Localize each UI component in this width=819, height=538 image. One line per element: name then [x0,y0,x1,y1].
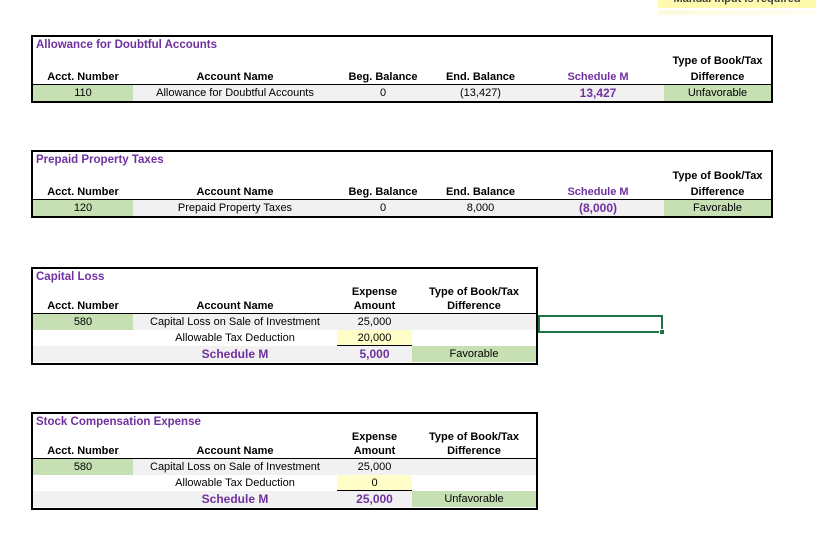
header-beg-balance: Beg. Balance [348,70,418,83]
header-type-line1: Type of Book/Tax [428,285,520,298]
header-end-balance: End. Balance [445,70,516,83]
acct-number-cell[interactable]: 580 [33,314,133,330]
header-row-2: Acct. Number Account Name Beg. Balance E… [33,69,771,85]
table-title: Prepaid Property Taxes [36,154,164,166]
book-tax-difference-cell[interactable]: Favorable [664,200,771,216]
table-title: Allowance for Doubtful Accounts [36,39,218,51]
table-title: Stock Compensation Expense [36,415,201,428]
header-expense-line2: Amount [353,300,396,312]
table-row: 120 Prepaid Property Taxes 0 8,000 (8,00… [33,200,771,216]
header-expense-line1: Expense [351,285,398,298]
header-row-2: Acct. Number Account Name Beg. Balance E… [33,184,771,200]
book-tax-difference-cell[interactable]: Favorable [412,346,536,362]
table-allowance-for-doubtful-accounts: Allowance for Doubtful Accounts Type of … [31,35,773,103]
table-row: 580 Capital Loss on Sale of Investment 2… [33,459,536,475]
expense-amount-cell[interactable]: 25,000 [357,316,392,328]
account-name-cell[interactable]: Allowable Tax Deduction [175,477,295,489]
header-type-line2: Difference [447,445,501,457]
header-expense-line2: Amount [353,445,396,457]
schedule-m-label-cell: Schedule M [201,347,269,361]
header-end-balance: End. Balance [445,185,516,198]
header-account-name: Account Name [196,185,274,198]
table-title-row: Allowance for Doubtful Accounts [33,37,771,53]
account-name-cell[interactable]: Capital Loss on Sale of Investment [150,316,320,328]
header-row-1: Type of Book/Tax [33,53,771,69]
header-acct-number: Acct. Number [47,445,119,457]
header-account-name: Account Name [196,300,274,312]
table-row: Schedule M 25,000 Unfavorable [33,491,536,507]
header-row-1: Expense Type of Book/Tax [33,429,536,444]
acct-number-cell[interactable]: 120 [33,200,133,216]
table-row: Allowable Tax Deduction 20,000 [33,330,536,346]
header-acct-number: Acct. Number [47,300,119,312]
header-acct-number: Acct. Number [47,70,119,83]
selected-cell[interactable] [538,315,665,335]
account-name-cell[interactable]: Allowance for Doubtful Accounts [156,87,314,99]
schedule-m-value-cell[interactable]: 5,000 [359,347,390,361]
table-row: 110 Allowance for Doubtful Accounts 0 (1… [33,85,771,101]
header-type-line1: Type of Book/Tax [672,170,763,182]
header-type-line1: Type of Book/Tax [428,430,520,443]
header-schedule-m: Schedule M [567,185,629,198]
schedule-m-label-cell: Schedule M [201,492,269,506]
table-prepaid-property-taxes: Prepaid Property Taxes Type of Book/Tax … [31,150,773,218]
acct-number-cell[interactable]: 110 [33,85,133,101]
header-type-line2: Difference [447,300,501,312]
beg-balance-cell[interactable]: 0 [379,87,387,99]
table-capital-loss: Capital Loss Expense Type of Book/Tax Ac… [31,267,538,365]
header-type-line2: Difference [690,70,745,83]
header-account-name: Account Name [196,445,274,457]
manual-input-banner-label: Manual input is required [673,0,800,5]
table-title-row: Prepaid Property Taxes [33,152,771,168]
book-tax-difference-cell[interactable]: Unfavorable [664,85,771,101]
header-row-2: Acct. Number Account Name Amount Differe… [33,444,536,459]
expense-amount-cell[interactable]: 25,000 [357,461,392,473]
header-beg-balance: Beg. Balance [348,185,418,198]
manual-input-banner-fade [658,10,816,15]
table-stock-compensation-expense: Stock Compensation Expense Expense Type … [31,412,538,510]
header-schedule-m: Schedule M [567,70,629,83]
account-name-cell[interactable]: Prepaid Property Taxes [177,202,293,214]
header-type-line2: Difference [690,185,745,198]
manual-input-cell[interactable]: 20,000 [337,330,412,346]
header-row-1: Expense Type of Book/Tax [33,284,536,299]
header-row-2: Acct. Number Account Name Amount Differe… [33,299,536,314]
book-tax-difference-cell[interactable]: Unfavorable [412,491,536,507]
header-account-name: Account Name [196,70,274,83]
fill-handle[interactable] [659,329,665,335]
table-row: Allowable Tax Deduction 0 [33,475,536,491]
manual-input-banner: Manual input is required [658,0,816,8]
header-expense-line1: Expense [351,430,398,443]
schedule-m-value-cell[interactable]: (8,000) [578,201,618,215]
schedule-m-value-cell[interactable]: 13,427 [579,86,617,100]
header-acct-number: Acct. Number [47,185,119,198]
schedule-m-value-cell[interactable]: 25,000 [356,492,393,506]
account-name-cell[interactable]: Allowable Tax Deduction [175,332,295,344]
table-title-row: Capital Loss [33,269,536,284]
table-title: Capital Loss [36,270,105,283]
beg-balance-cell[interactable]: 0 [379,202,387,214]
table-title-row: Stock Compensation Expense [33,414,536,429]
end-balance-cell[interactable]: 8,000 [466,202,495,214]
manual-input-cell[interactable]: 0 [337,475,412,491]
table-row: 580 Capital Loss on Sale of Investment 2… [33,314,536,330]
header-type-line1: Type of Book/Tax [672,55,763,67]
header-row-1: Type of Book/Tax [33,168,771,184]
acct-number-cell[interactable]: 580 [33,459,133,475]
account-name-cell[interactable]: Capital Loss on Sale of Investment [150,461,320,473]
table-row: Schedule M 5,000 Favorable [33,346,536,362]
end-balance-cell[interactable]: (13,427) [460,87,501,99]
